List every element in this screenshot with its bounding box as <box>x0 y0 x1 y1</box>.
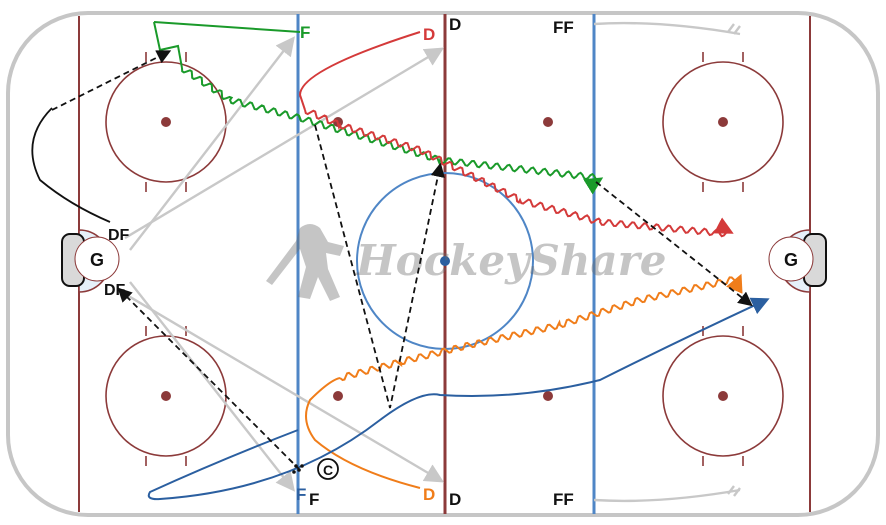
black-dashed-passes <box>51 50 753 471</box>
label-f-bottom-black: F <box>309 490 319 509</box>
faceoff-circle-bottom-right <box>662 335 784 457</box>
navy-skate-route <box>147 297 770 501</box>
player-silhouette-icon <box>266 224 344 301</box>
watermark-text: HockeyShare <box>355 236 666 285</box>
label-d-bottom-center: D <box>449 490 461 509</box>
label-d-top-red: D <box>423 25 435 44</box>
label-df-lower: DF <box>104 282 126 299</box>
goalie-right-label: G <box>784 250 798 270</box>
green-skate-route <box>153 21 301 33</box>
green-puck-carry <box>181 67 604 195</box>
center-dot <box>440 256 450 266</box>
hockeyshare-watermark: HockeyShare <box>266 224 666 301</box>
puck-pile-icon <box>292 464 304 474</box>
green-skate-route-connector <box>153 21 183 69</box>
red-skate-route <box>298 31 421 111</box>
coach-icon <box>317 458 339 480</box>
orange-skate-route <box>305 377 421 489</box>
black-skate-route <box>31 107 111 223</box>
label-f-top: F <box>300 23 310 42</box>
goalie-left-circle <box>74 236 120 282</box>
label-ff-bottom: FF <box>553 490 574 509</box>
label-df-upper: DF <box>108 227 130 244</box>
red-puck-carry <box>304 109 734 238</box>
gray-pass-lines <box>124 21 741 503</box>
goalie-left-label: G <box>90 250 104 270</box>
goalie-right-circle <box>768 236 814 282</box>
faceoff-circle-top-right <box>662 61 784 183</box>
orange-puck-carry <box>339 273 743 382</box>
label-coach: C <box>323 462 333 478</box>
label-d-top-center: D <box>449 15 461 34</box>
label-d-bottom-orange: D <box>423 485 435 504</box>
label-f-bottom-blue: F <box>296 485 306 504</box>
label-ff-top: FF <box>553 18 574 37</box>
